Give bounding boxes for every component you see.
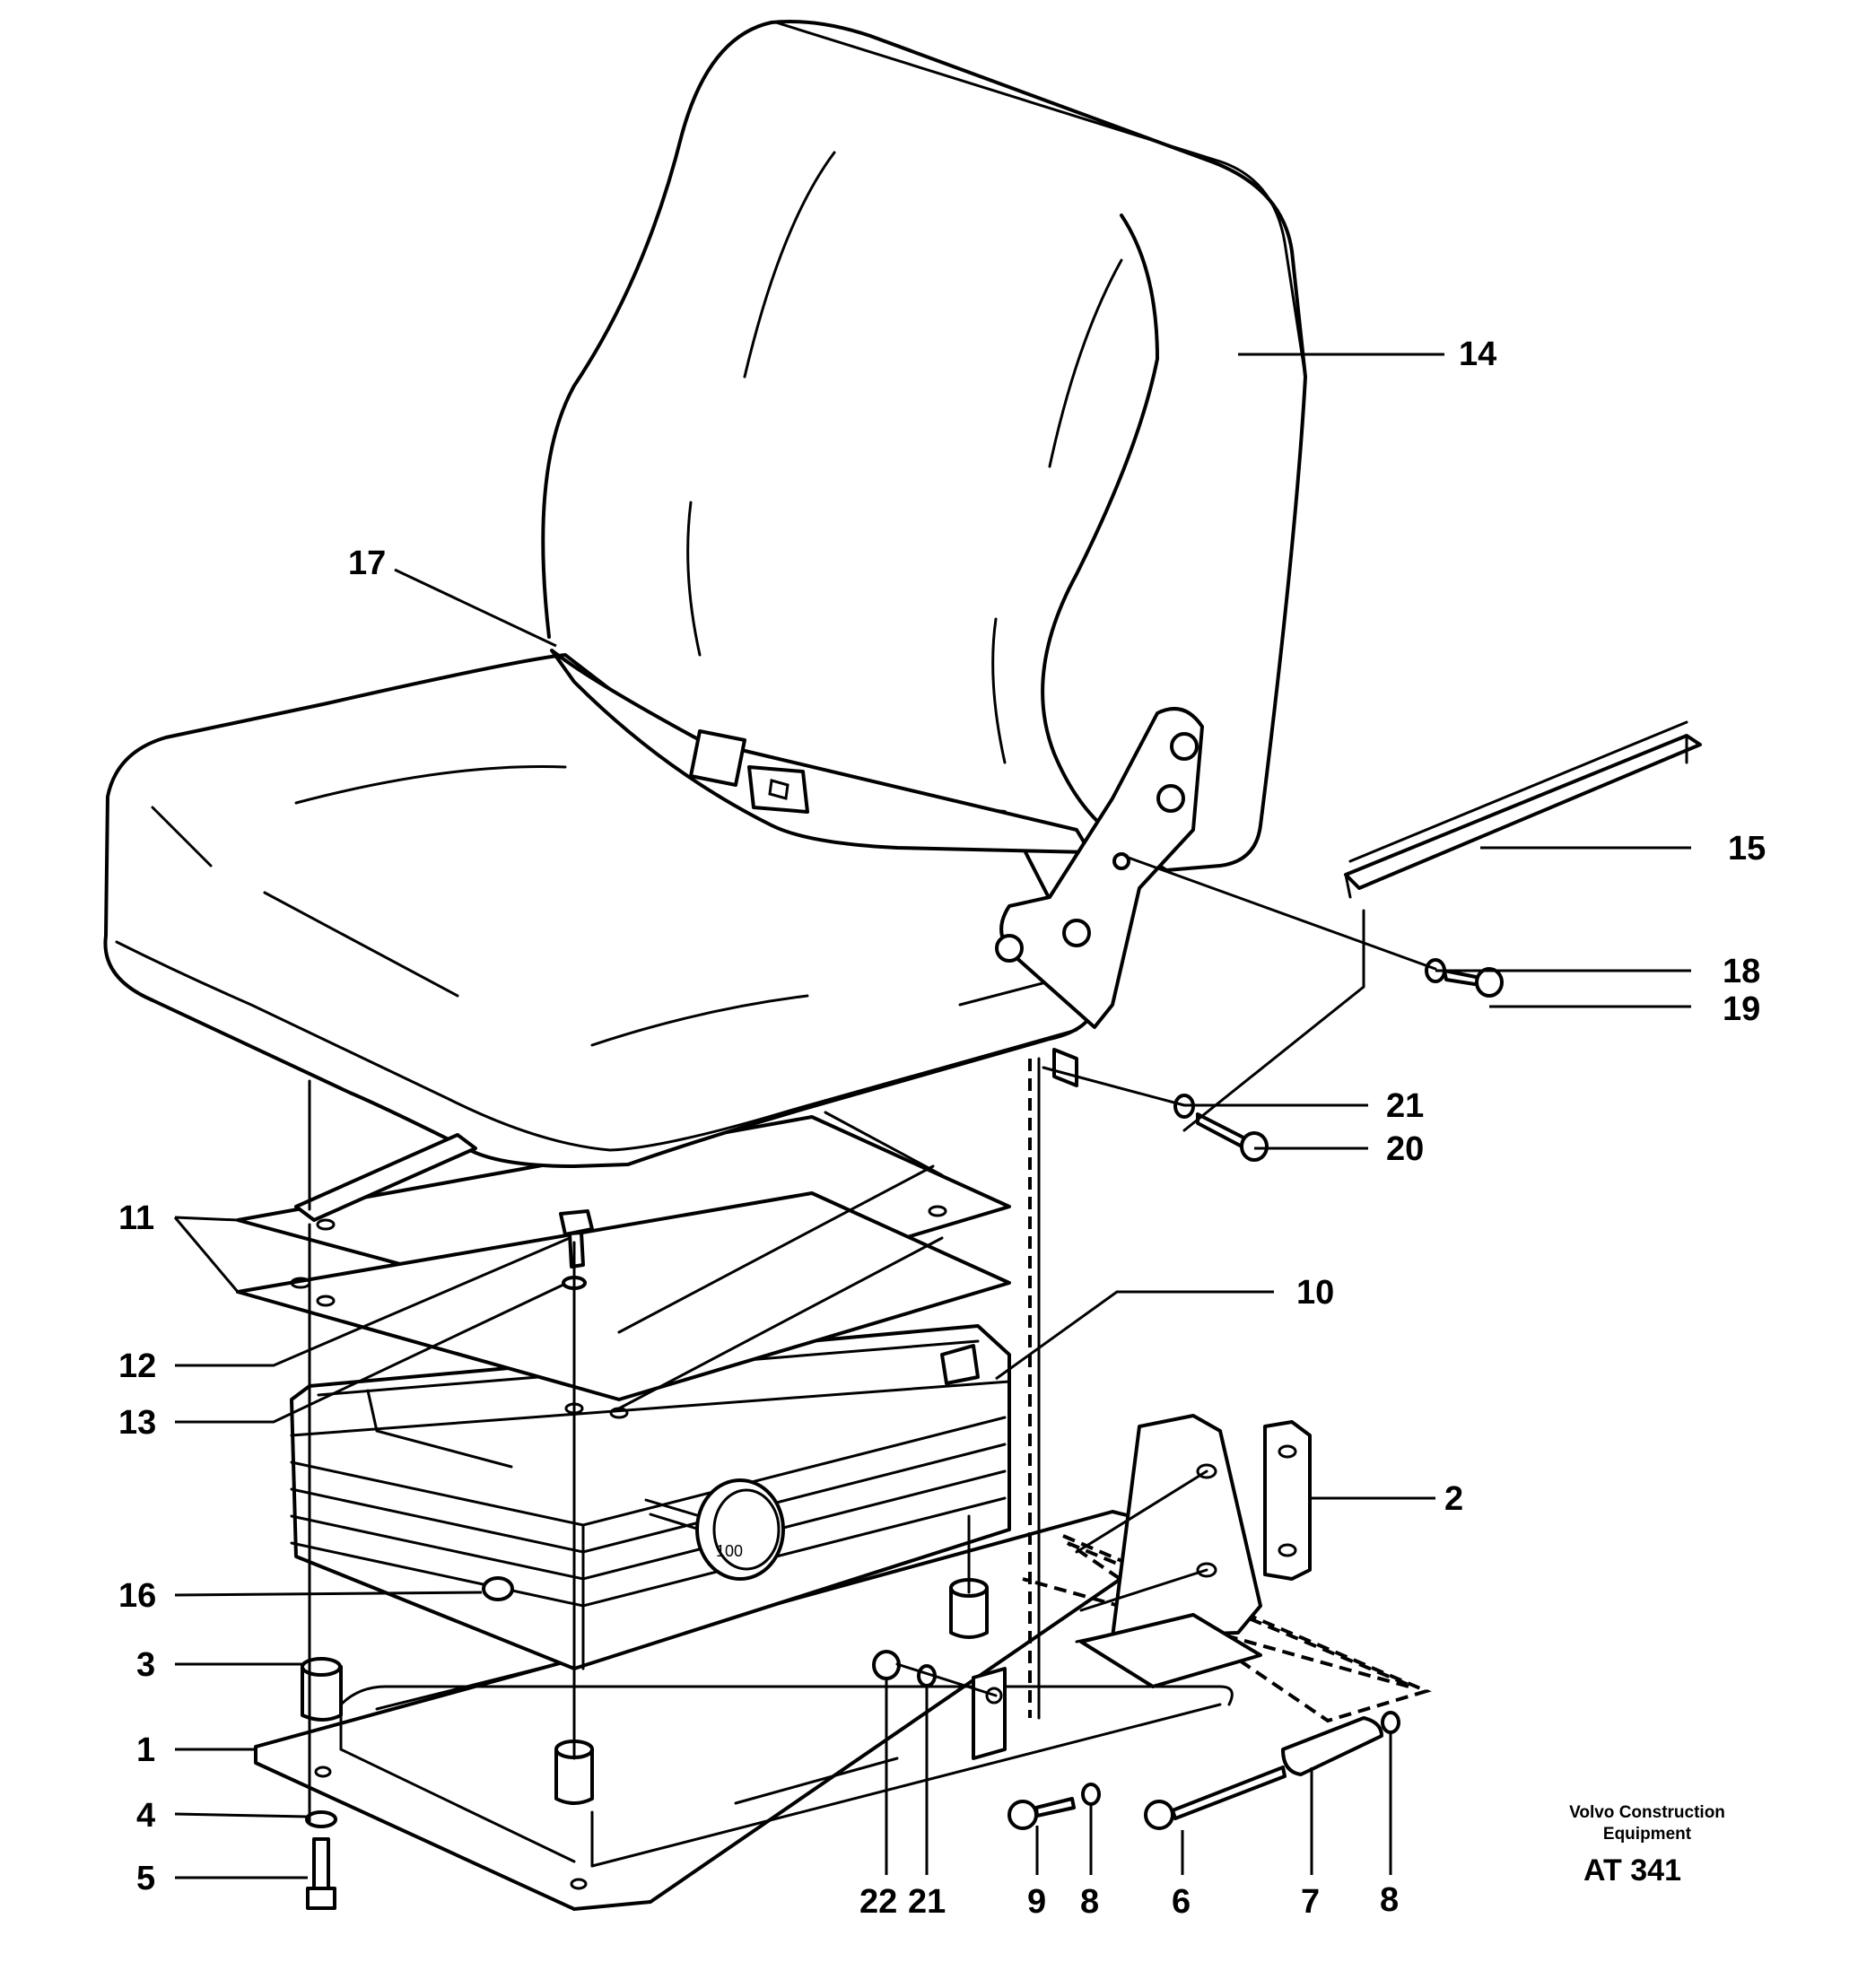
backrest-hinge-bracket — [995, 707, 1204, 1087]
label-16: 16 — [118, 1577, 156, 1615]
label-1: 1 — [136, 1731, 155, 1769]
bolt-5 — [306, 1837, 336, 1910]
knob-label: 100 — [716, 1542, 743, 1560]
leader-lines — [173, 353, 1691, 1879]
label-8-left: 8 — [1080, 1883, 1099, 1921]
adjustment-knob: 100 — [644, 1478, 785, 1581]
label-3: 3 — [136, 1646, 155, 1684]
label-10: 10 — [1296, 1274, 1334, 1312]
spacer-7 — [1281, 1716, 1383, 1776]
seat-slide-rail — [294, 1079, 944, 1222]
clevis — [972, 1667, 1007, 1760]
brand-line-2: Equipment — [1603, 1825, 1692, 1844]
bolt-12 — [559, 1209, 594, 1269]
seat-cushion — [103, 653, 1098, 1168]
label-7: 7 — [1301, 1883, 1320, 1921]
label-9: 9 — [1027, 1883, 1046, 1921]
washer-4 — [305, 1810, 337, 1828]
label-13: 13 — [118, 1404, 156, 1442]
bolt-19 — [1425, 958, 1504, 998]
part-16-nut — [482, 1576, 514, 1601]
drawing-code: AT 341 — [1583, 1853, 1681, 1888]
part-2-block — [1263, 1420, 1312, 1581]
mounting-plate-lower — [236, 1191, 1011, 1419]
mount-bracket — [1075, 1414, 1262, 1688]
label-21-upper: 21 — [1386, 1087, 1424, 1125]
label-2: 2 — [1444, 1480, 1463, 1518]
washer-8b — [1381, 1711, 1400, 1734]
label-20: 20 — [1386, 1130, 1424, 1168]
label-21-lower: 21 — [908, 1883, 946, 1921]
label-14: 14 — [1459, 336, 1496, 373]
label-6: 6 — [1172, 1883, 1191, 1921]
label-19: 19 — [1723, 990, 1760, 1028]
assembly-lines — [308, 855, 1437, 1823]
rubber-buffer-left — [301, 1657, 343, 1722]
label-15: 15 — [1728, 830, 1766, 868]
slide-rail — [1344, 720, 1702, 899]
bolt-6 — [1144, 1766, 1287, 1830]
nut-22 — [872, 1650, 901, 1680]
suspension-bellows — [290, 1324, 1011, 1670]
label-18: 18 — [1723, 953, 1760, 990]
label-5: 5 — [136, 1860, 155, 1897]
seat-belt — [550, 649, 1092, 854]
label-4: 4 — [136, 1797, 155, 1835]
label-17: 17 — [348, 545, 386, 582]
label-11: 11 — [118, 1199, 154, 1237]
bolt-9 — [1008, 1797, 1076, 1830]
label-12: 12 — [118, 1347, 156, 1385]
label-22: 22 — [859, 1883, 897, 1921]
label-8-right: 8 — [1380, 1881, 1399, 1919]
guide-rod — [1028, 1057, 1041, 1720]
backrest — [541, 20, 1307, 872]
washer-8 — [1081, 1783, 1101, 1806]
brand-line-1: Volvo Construction — [1569, 1803, 1725, 1822]
